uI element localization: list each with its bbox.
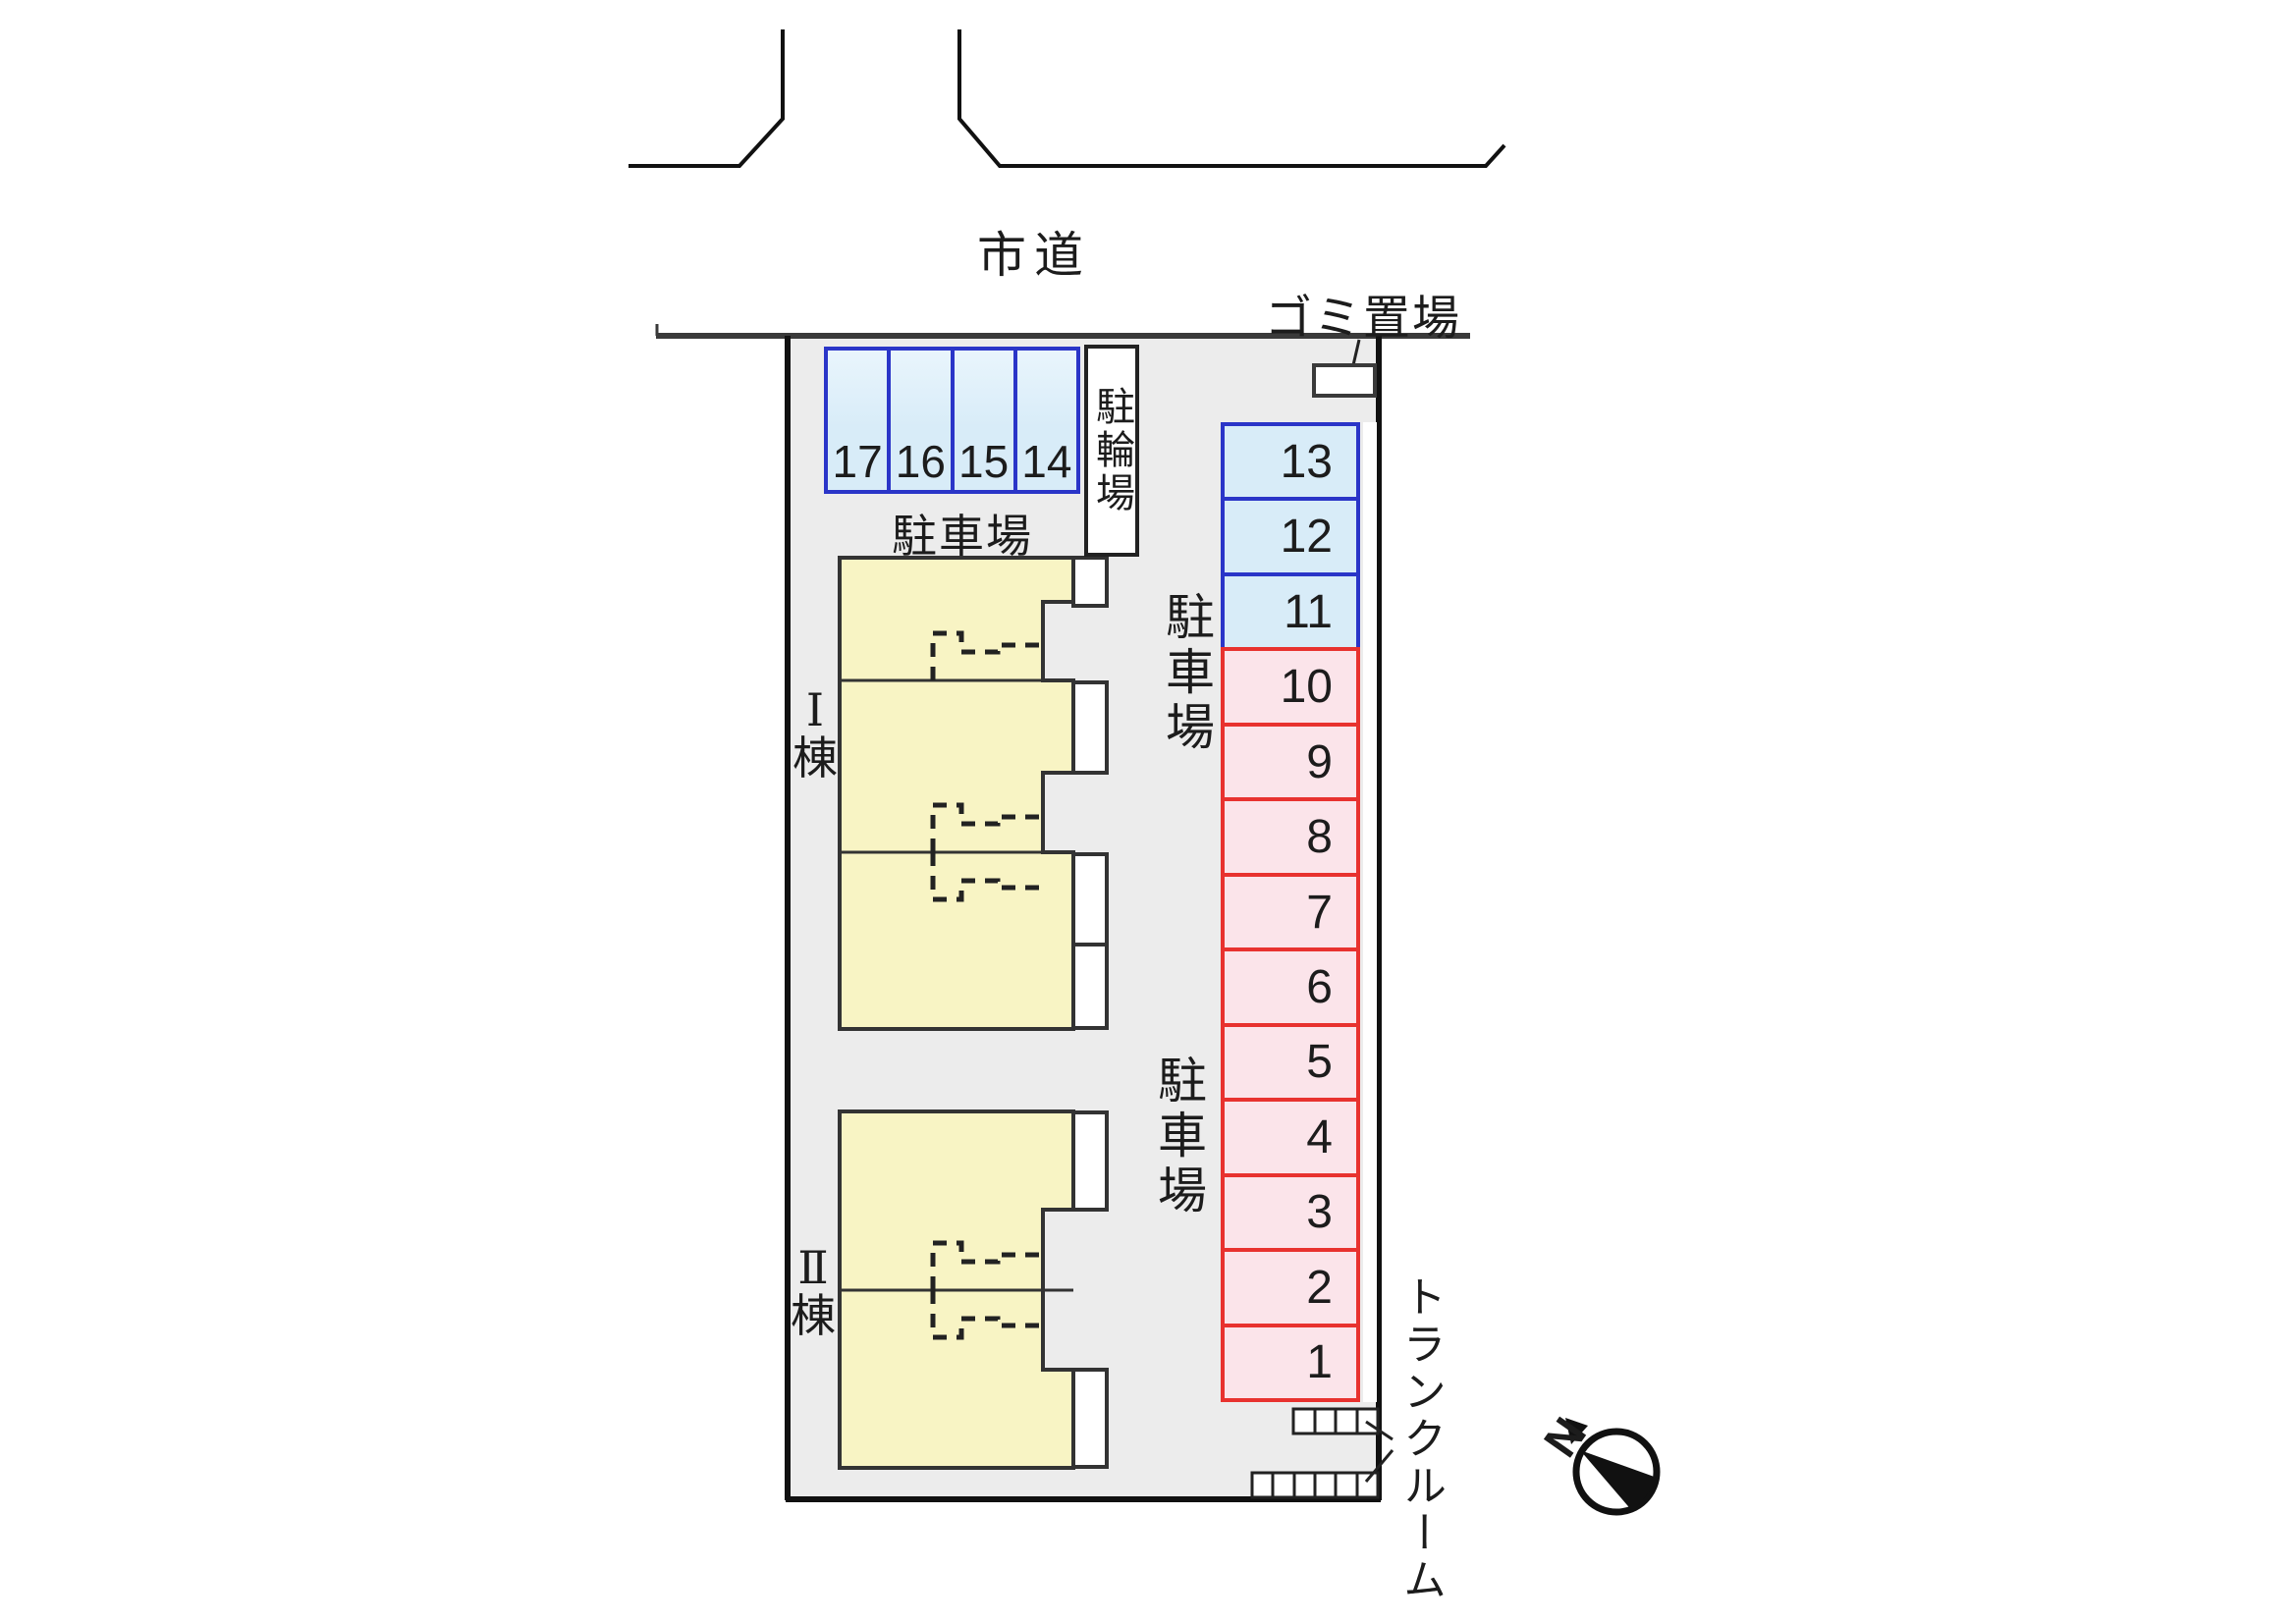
parking-space-10: 10 [1221, 647, 1360, 727]
parking-space-15: 15 [950, 347, 1017, 494]
parking-space-3: 3 [1221, 1172, 1360, 1253]
parking-space-17: 17 [824, 347, 892, 494]
parking-space-4: 4 [1221, 1098, 1360, 1177]
parking-space-12: 12 [1221, 497, 1360, 576]
building-1-outline [838, 556, 1075, 1031]
top-parking-label: 駐車場 [892, 511, 1033, 562]
building-2-stair-dashes-2 [930, 1290, 1041, 1340]
road-edge-left [629, 29, 785, 168]
parking-space-8: 8 [1221, 797, 1360, 877]
parking-space-2: 2 [1221, 1248, 1360, 1327]
right-parking-column: 13 12 11 10 9 8 7 6 5 4 3 2 1 [1221, 422, 1360, 1403]
right-parking-label-upper: 駐車場 [1159, 591, 1214, 756]
parking-space-1: 1 [1221, 1323, 1360, 1403]
parking-space-9: 9 [1221, 722, 1360, 802]
trunk-room-leader-lines [1364, 1420, 1394, 1483]
building-2-porch-2 [1071, 1368, 1109, 1469]
parking-space-16: 16 [887, 347, 955, 494]
building-2-stair-dashes-1 [930, 1240, 1041, 1290]
building-2-numeral: Ⅱ [797, 1243, 829, 1293]
trunk-room-label: トランクルーム [1396, 1274, 1445, 1604]
bicycle-parking-label: 駐輪場 [1090, 386, 1133, 515]
building-1-label: Ⅰ 棟 [786, 685, 845, 784]
trunk-room-strip-lower-dividers [1271, 1473, 1359, 1497]
building-1-porch-4 [1071, 943, 1109, 1030]
right-parking-label-lower: 駐車場 [1151, 1055, 1206, 1219]
parking-space-11: 11 [1221, 571, 1360, 652]
garbage-box [1312, 363, 1377, 398]
building-1-porch-2 [1071, 680, 1109, 775]
parking-space-14: 14 [1012, 347, 1080, 494]
trunk-room-strip-upper-dividers [1313, 1409, 1359, 1434]
parking-edge-strip [1363, 422, 1377, 1402]
building-1-porch-3 [1071, 852, 1109, 947]
building-1-numeral: Ⅰ [805, 685, 825, 735]
compass-arrowhead-icon [1565, 1418, 1588, 1444]
road-label: 市道 [977, 228, 1091, 283]
parking-space-6: 6 [1221, 947, 1360, 1027]
garbage-area-label: ゴミ置場 [1265, 293, 1462, 345]
building-1-porch-1 [1071, 556, 1109, 608]
parking-space-7: 7 [1221, 872, 1360, 952]
compass-needle [1580, 1450, 1660, 1512]
building-1-stair-dashes-2 [930, 802, 1041, 852]
building-1-stair-dashes-3 [930, 852, 1041, 902]
road-edge-right [957, 29, 1506, 168]
parking-space-13: 13 [1221, 422, 1360, 502]
building-2-porch-1 [1071, 1110, 1109, 1212]
bicycle-parking-box: 駐輪場 [1084, 345, 1139, 557]
parking-space-5: 5 [1221, 1022, 1360, 1103]
building-1-suffix: 棟 [793, 732, 838, 784]
top-parking-row: 17 16 15 14 [824, 347, 1080, 494]
building-2-label: Ⅱ 棟 [784, 1243, 843, 1342]
building-2-suffix: 棟 [791, 1290, 836, 1342]
building-1-stair-dashes-1 [930, 630, 1041, 680]
